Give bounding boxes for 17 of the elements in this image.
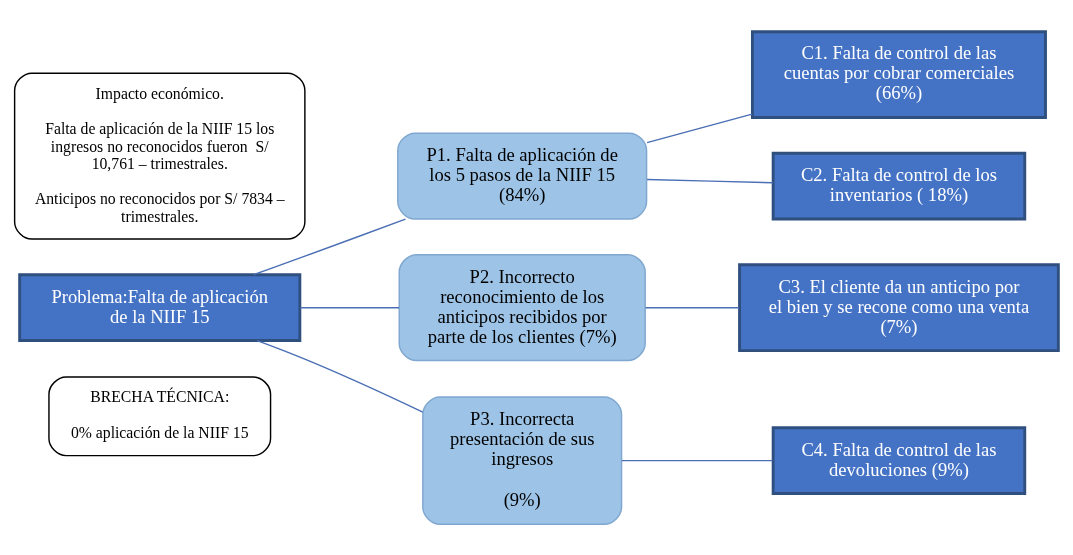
node-box: C2. Falta de control de los inventarios ( 18%) bbox=[771, 151, 1027, 220]
node-box: P2. Incorrecto reconocimiento de los anticipos recibidos por parte de los clientes (7%) bbox=[398, 253, 646, 361]
node-box: C1. Falta de control de las cuentas por cobrar comerciales (66%) bbox=[750, 29, 1047, 119]
connector bbox=[644, 306, 740, 308]
node-box: C3. El cliente da un anticipo por el bien y se recone como una venta (7%) bbox=[738, 262, 1060, 352]
node-box: Problema:Falta de aplicación de la NIIF 15 bbox=[18, 272, 302, 342]
connector bbox=[252, 217, 407, 275]
node-box: P3. Incorrecta presentación de sus ingresos (9%) bbox=[422, 395, 623, 525]
node-box: C4. Falta de control de las devoluciones (9%) bbox=[771, 425, 1027, 495]
connector bbox=[621, 459, 774, 461]
node-box: P1. Falta de aplicación de los 5 pasos de la NIIF 15 (84%) bbox=[397, 132, 648, 220]
connector bbox=[299, 306, 400, 308]
node-box: Impacto económico. Falta de aplicación de la NIIF 15 los ingresos no reconocidos fueron S/ 10,761 – trimestrales. Anticipos no reconocidos por S/ 7834 – trimestrales. bbox=[13, 71, 306, 240]
connector bbox=[646, 178, 774, 183]
connector bbox=[256, 339, 424, 413]
connector bbox=[646, 112, 753, 143]
node-box: BRECHA TÉCNICA: 0% aplicación de la NIIF 15 bbox=[48, 375, 272, 456]
